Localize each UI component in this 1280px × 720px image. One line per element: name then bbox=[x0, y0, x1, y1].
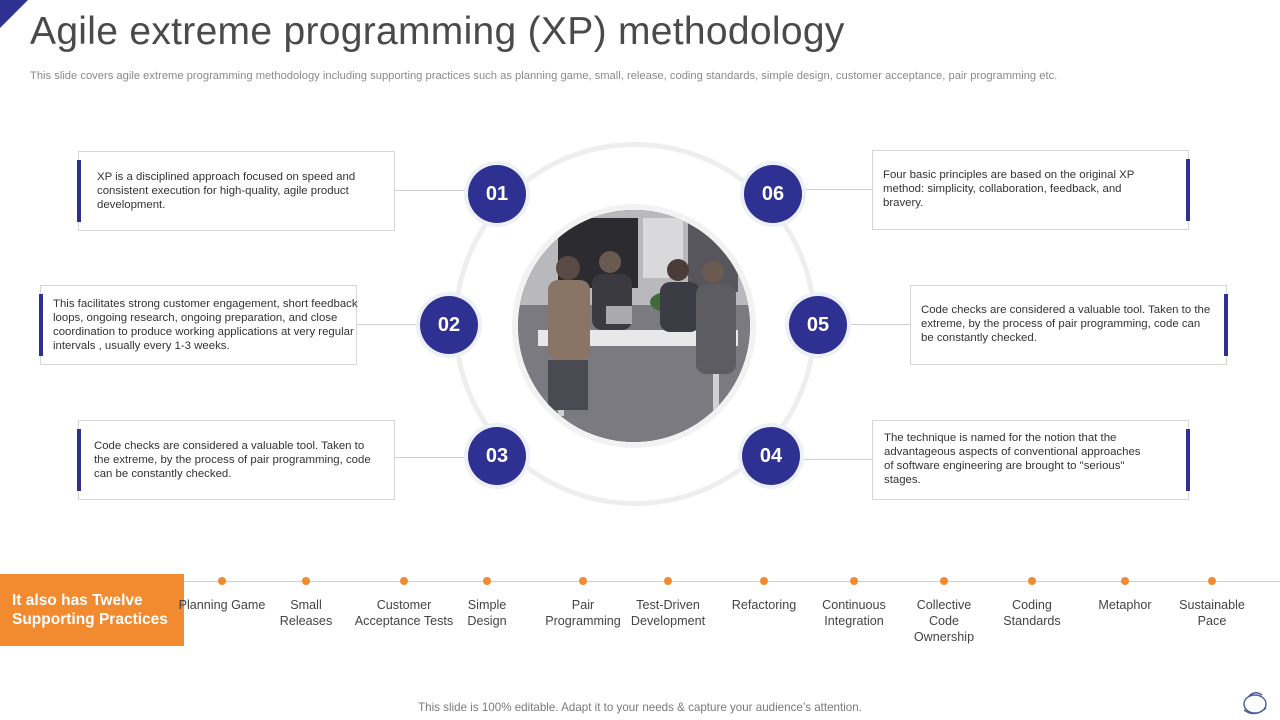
corner-triangle-icon bbox=[0, 0, 28, 28]
connector-line-01 bbox=[394, 190, 470, 191]
step-06-box: Four basic principles are based on the o… bbox=[872, 150, 1190, 230]
practice-dot bbox=[1208, 577, 1216, 585]
connector-line-04 bbox=[800, 459, 872, 460]
practice-item: Continuous Integration bbox=[822, 598, 886, 628]
step-05-text: Code checks are considered a valuable to… bbox=[921, 304, 1211, 344]
step-01-box: XP is a disciplined approach focused on … bbox=[77, 151, 395, 231]
step-06-badge: 06 bbox=[744, 165, 802, 223]
practice-dot bbox=[218, 577, 226, 585]
practice-dot bbox=[850, 577, 858, 585]
connector-line-06 bbox=[800, 189, 872, 190]
practice-dot bbox=[579, 577, 587, 585]
step-04-text: The technique is named for the notion th… bbox=[884, 432, 1141, 486]
step-01-text: XP is a disciplined approach focused on … bbox=[97, 171, 356, 211]
connector-line-05 bbox=[846, 324, 910, 325]
practice-item: Customer Acceptance Tests bbox=[354, 598, 454, 628]
step-02-badge: 02 bbox=[420, 296, 478, 354]
accent-bar bbox=[77, 160, 81, 222]
practice-item: Coding Standards bbox=[1003, 598, 1061, 628]
practice-item: Refactoring bbox=[731, 598, 797, 612]
step-02-text: This facilitates strong customer engagem… bbox=[53, 298, 358, 352]
practice-dot bbox=[1121, 577, 1129, 585]
practice-item: Test-Driven Development bbox=[630, 598, 706, 628]
step-04-box: The technique is named for the notion th… bbox=[872, 420, 1190, 500]
practice-dot bbox=[1028, 577, 1036, 585]
step-04-badge: 04 bbox=[742, 427, 800, 485]
accent-bar bbox=[39, 294, 43, 356]
step-05-badge: 05 bbox=[789, 296, 847, 354]
practice-item: Simple Design bbox=[467, 598, 507, 628]
step-02-box: This facilitates strong customer engagem… bbox=[39, 285, 358, 365]
footer-note: This slide is 100% editable. Adapt it to… bbox=[418, 701, 862, 714]
accent-bar bbox=[1224, 294, 1228, 356]
practice-dot bbox=[483, 577, 491, 585]
practice-item: Metaphor bbox=[1098, 598, 1152, 612]
accent-bar bbox=[77, 429, 81, 491]
step-01-badge: 01 bbox=[468, 165, 526, 223]
step-05-box: Code checks are considered a valuable to… bbox=[910, 285, 1228, 365]
team-meeting-photo bbox=[518, 210, 750, 442]
connector-line-03 bbox=[394, 457, 470, 458]
practice-item: Small Releases bbox=[279, 598, 333, 628]
connector-line-02 bbox=[356, 324, 424, 325]
accent-bar bbox=[1186, 429, 1190, 491]
logo-icon bbox=[1243, 692, 1267, 715]
practices-timeline bbox=[184, 581, 1280, 582]
step-03-text: Code checks are considered a valuable to… bbox=[94, 440, 371, 480]
practice-item: Planning Game bbox=[178, 598, 266, 612]
step-03-box: Code checks are considered a valuable to… bbox=[77, 420, 395, 500]
practice-dot bbox=[760, 577, 768, 585]
practices-label: It also has Twelve Supporting Practices bbox=[0, 574, 184, 646]
practice-dot bbox=[400, 577, 408, 585]
practice-item: Collective Code Ownership bbox=[913, 598, 975, 644]
practice-dot bbox=[940, 577, 948, 585]
practice-dot bbox=[302, 577, 310, 585]
accent-bar bbox=[1186, 159, 1190, 221]
practice-item: Pair Programming bbox=[545, 598, 621, 628]
practice-item: Sustainable Pace bbox=[1179, 598, 1245, 628]
page-subtitle: This slide covers agile extreme programm… bbox=[30, 70, 1058, 82]
step-06-text: Four basic principles are based on the o… bbox=[883, 169, 1135, 209]
page-title: Agile extreme programming (XP) methodolo… bbox=[30, 10, 845, 53]
practice-dot bbox=[664, 577, 672, 585]
step-03-badge: 03 bbox=[468, 427, 526, 485]
